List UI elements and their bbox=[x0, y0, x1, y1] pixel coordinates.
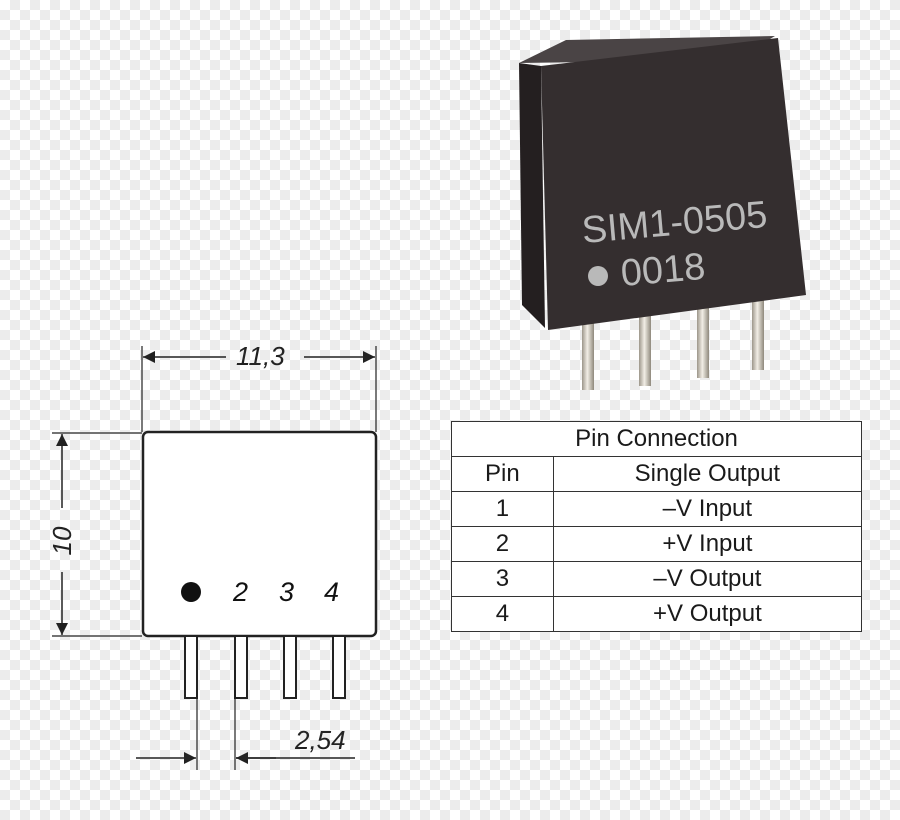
photo-pin-2 bbox=[639, 306, 651, 386]
height-dimension-label: 10 bbox=[47, 526, 77, 555]
function-cell: –V Input bbox=[552, 491, 863, 527]
outline-pin-4 bbox=[332, 635, 346, 699]
pitch-dimension-label: 2,54 bbox=[294, 725, 346, 755]
pin-label-3: 3 bbox=[279, 577, 294, 607]
module-outline bbox=[141, 430, 378, 638]
pin-cell: 3 bbox=[451, 561, 554, 597]
pin-cell: 2 bbox=[451, 526, 554, 562]
width-dimension-label: 11,3 bbox=[236, 341, 285, 371]
technical-drawing bbox=[52, 346, 378, 770]
outline-pin-3 bbox=[283, 635, 297, 699]
pin1-marker-dot bbox=[588, 266, 608, 286]
table-row: 2 +V Input bbox=[451, 526, 863, 562]
table-row: 1 –V Input bbox=[451, 491, 863, 527]
outline-pin-2 bbox=[234, 635, 248, 699]
pin1-dot bbox=[181, 582, 201, 602]
module-photo: SIM1-0505 0018 bbox=[519, 36, 806, 390]
pin-cell: 1 bbox=[451, 491, 554, 527]
function-cell: +V Input bbox=[552, 526, 863, 562]
photo-pin-4 bbox=[752, 292, 764, 370]
pin-label-4: 4 bbox=[324, 577, 339, 607]
table-row: 3 –V Output bbox=[451, 561, 863, 597]
lot-code-marking: 0018 bbox=[619, 246, 707, 295]
outline-pin-1 bbox=[184, 635, 198, 699]
function-cell: +V Output bbox=[552, 596, 863, 632]
table-title: Pin Connection bbox=[451, 421, 862, 457]
photo-pin-3 bbox=[697, 300, 709, 378]
module-front-face bbox=[541, 38, 806, 330]
pin-label-2: 2 bbox=[232, 577, 248, 607]
module-side-face bbox=[519, 63, 545, 328]
pin-connection-table: Pin Connection Pin Single Output 1 –V In… bbox=[451, 421, 863, 632]
column-header-pin: Pin bbox=[451, 456, 554, 492]
photo-pin-1 bbox=[582, 310, 594, 390]
pin-cell: 4 bbox=[451, 596, 554, 632]
column-header-function: Single Output bbox=[552, 456, 863, 492]
function-cell: –V Output bbox=[552, 561, 863, 597]
table-row: 4 +V Output bbox=[451, 596, 863, 632]
